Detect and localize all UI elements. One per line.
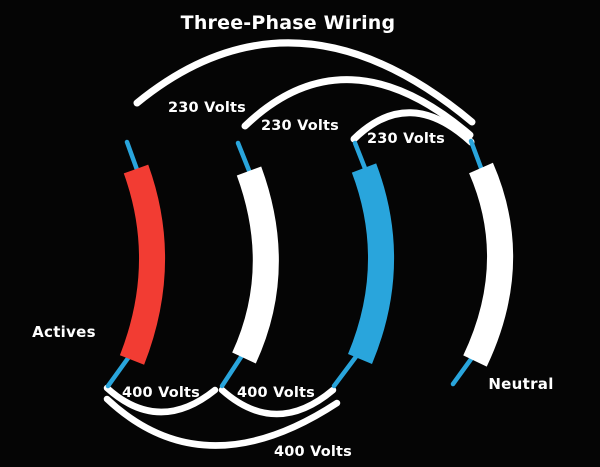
phase2-wire xyxy=(232,166,279,364)
arc-230v-phase2-neutral xyxy=(241,76,474,139)
phase3-wire xyxy=(347,163,395,364)
arc-230v-phase1-neutral xyxy=(133,39,476,126)
label-neutral: Neutral xyxy=(488,375,553,393)
bottom-voltage-arcs xyxy=(103,384,341,449)
phase1-wire xyxy=(119,164,166,365)
neutral-wire xyxy=(463,162,514,367)
wire-bands xyxy=(119,162,514,367)
phase2-bottom-terminal xyxy=(219,351,246,389)
phase3-bottom-terminal xyxy=(331,351,361,389)
label-400v-3: 400 Volts xyxy=(274,444,352,460)
label-230v-1: 230 Volts xyxy=(168,100,246,116)
arc-400v-phase1-phase2 xyxy=(103,384,219,416)
label-230v-3: 230 Volts xyxy=(367,131,445,147)
top-voltage-arcs xyxy=(133,39,476,146)
label-400v-1: 400 Volts xyxy=(122,385,200,401)
diagram-labels: Three-Phase Wiring 230 Volts 230 Volts 2… xyxy=(32,12,553,460)
page-title: Three-Phase Wiring xyxy=(181,12,396,34)
neutral-bottom-terminal xyxy=(450,352,477,387)
label-400v-2: 400 Volts xyxy=(237,385,315,401)
label-actives: Actives xyxy=(32,323,96,341)
arc-400v-phase1-phase3 xyxy=(103,395,341,449)
label-230v-2: 230 Volts xyxy=(261,118,339,134)
arc-230v-phase3-neutral xyxy=(350,109,475,146)
phase1-bottom-terminal xyxy=(105,351,134,389)
arc-400v-phase2-phase3 xyxy=(218,386,337,418)
